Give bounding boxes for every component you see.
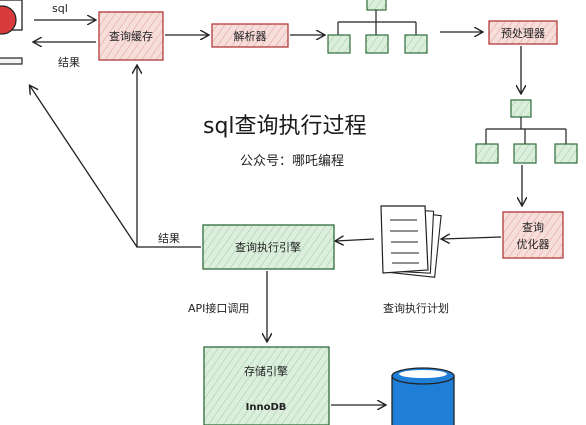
document-stack-icon xyxy=(380,205,442,278)
api-call-label: API接口调用 xyxy=(188,302,249,315)
result-to-cache-arrow: 结果 xyxy=(137,66,201,248)
api-call-arrow: API接口调用 xyxy=(188,271,267,341)
executor-label: 查询执行引擎 xyxy=(235,240,301,254)
storage-engine-node: 存储引擎 InnoDB xyxy=(203,346,330,425)
exec-plan-label: 查询执行计划 xyxy=(383,301,449,315)
parser-label: 解析器 xyxy=(234,29,267,43)
database-icon xyxy=(391,367,455,425)
parse-tree xyxy=(327,0,428,54)
preprocessor-node: 预处理器 xyxy=(488,20,558,45)
preprocessor-label: 预处理器 xyxy=(501,27,545,40)
executor-node: 查询执行引擎 xyxy=(202,224,335,270)
diagram-subtitle: 公众号：哪吒编程 xyxy=(240,154,344,169)
result-label-top: 结果 xyxy=(58,56,80,69)
sql-label: sql xyxy=(52,2,68,15)
optimizer-node: 查询 优化器 xyxy=(502,211,564,259)
optimizer-label-line1: 查询 xyxy=(522,220,544,234)
innodb-label: InnoDB xyxy=(246,402,287,413)
diagram-title: sql查询执行过程 xyxy=(203,114,367,139)
result-label-exec: 结果 xyxy=(158,232,180,245)
optimizer-label-line2: 优化器 xyxy=(517,237,550,251)
sql-arrow: sql xyxy=(34,2,95,20)
query-cache-node: 查询缓存 xyxy=(98,11,164,61)
processed-tree xyxy=(475,99,578,164)
parser-node: 解析器 xyxy=(211,23,289,48)
result-arrow-top: 结果 xyxy=(34,42,96,69)
query-cache-label: 查询缓存 xyxy=(109,29,153,43)
storage-engine-label: 存储引擎 xyxy=(244,364,288,378)
client-computer-icon xyxy=(0,0,23,65)
